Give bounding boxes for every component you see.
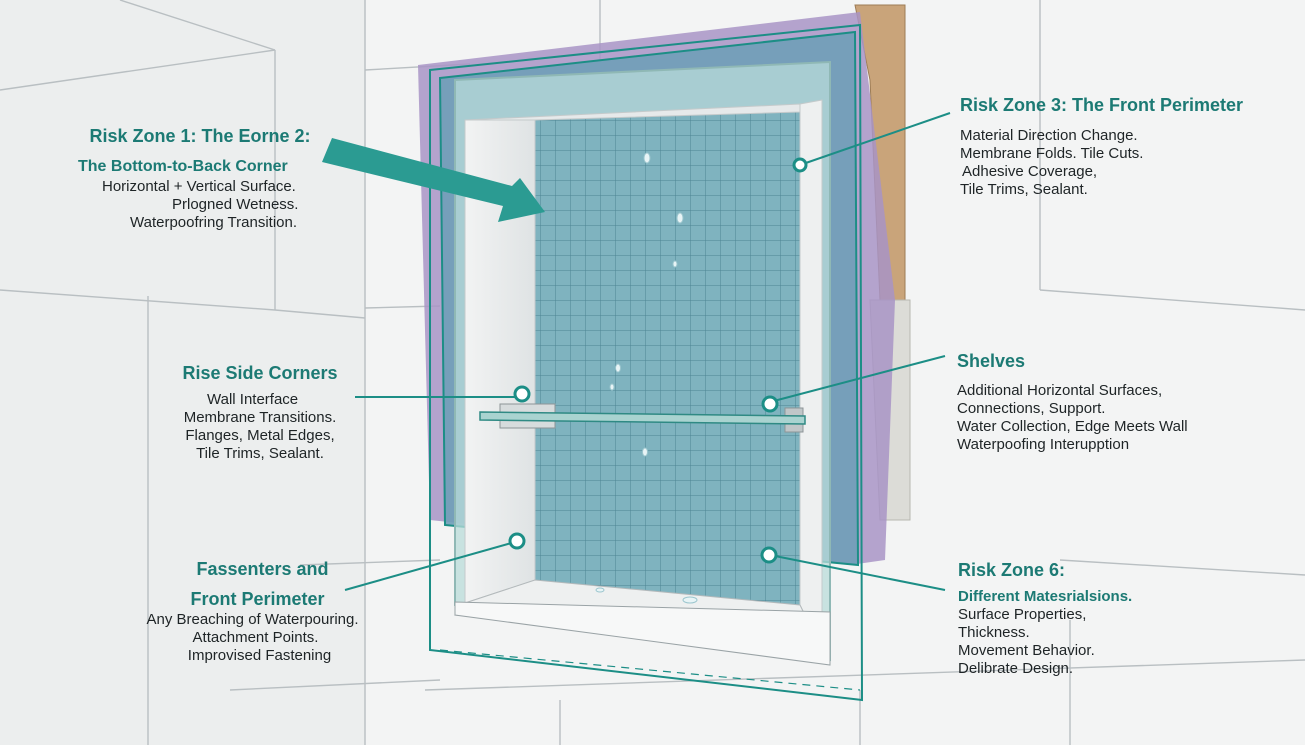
callout-zone6-line: Surface Properties, xyxy=(958,606,1087,623)
callout-zone3-line: Membrane Folds. Tile Cuts. xyxy=(960,145,1144,162)
callout-zone6-line: Delibrate Design. xyxy=(958,660,1074,677)
water-droplets xyxy=(595,152,698,604)
marker-shelves xyxy=(761,395,779,413)
callout-zone6: Risk Zone 6: Different Matesrialsions. S… xyxy=(958,558,1288,678)
callout-shelves-line: Additional Horizontal Surfaces, xyxy=(957,382,1163,399)
callout-markers xyxy=(508,157,808,564)
callout-fasteners-title-1: Fassenters and xyxy=(196,559,329,579)
callout-side-corners-line: Membrane Transitions. xyxy=(183,409,337,426)
callout-zone3-line: Tile Trims, Sealant. xyxy=(960,181,1088,198)
callout-zone3-line: Adhesive Coverage, xyxy=(962,163,1098,180)
callout-zone6-title: Risk Zone 6: xyxy=(958,560,1066,580)
callout-shelves: Shelves Additional Horizontal Surfaces, … xyxy=(957,349,1287,454)
callout-shelves-line: Connections, Support. xyxy=(957,400,1106,417)
callout-zone1-body: The Bottom-to-Back Corner Horizontal + V… xyxy=(78,156,348,232)
callout-shelves-line: Water Collection, Edge Meets Wall xyxy=(957,418,1188,435)
marker-zone3 xyxy=(792,157,808,173)
marker-side-corners xyxy=(513,385,531,403)
callout-zone6-line: Thickness. xyxy=(958,624,1030,641)
callout-shelves-title: Shelves xyxy=(957,351,1026,371)
callout-zone1-subtitle: The Bottom-to-Back Corner xyxy=(78,158,288,175)
callout-zone1-line: Horizontal + Vertical Surface. xyxy=(102,178,296,195)
niche-right-side xyxy=(799,99,823,651)
callout-zone6-line: Movement Behavior. xyxy=(958,642,1095,659)
callout-zone1-title: Risk Zone 1: The Eorne 2: xyxy=(89,126,311,146)
pointer-arrow xyxy=(322,138,545,222)
callout-fasteners-line: Improvised Fastening xyxy=(187,647,332,664)
callout-side-corners-line: Tile Trims, Sealant. xyxy=(196,445,324,462)
marker-zone6 xyxy=(760,546,778,564)
callout-shelves-line: Waterpoofing Interupption xyxy=(957,436,1130,453)
callout-zone1-line: Prlogned Wetness. xyxy=(172,196,299,213)
niche-back-wall xyxy=(535,112,800,605)
callout-side-corners-title: Rise Side Corners xyxy=(182,363,338,383)
marker-fasteners xyxy=(508,532,526,550)
glass-shelf xyxy=(479,403,806,433)
callout-leaders xyxy=(344,112,951,591)
callout-zone3-title: Risk Zone 3: The Front Perimeter xyxy=(960,95,1244,115)
callout-fasteners-line: Any Breaching of Waterpouring. xyxy=(146,611,359,628)
callout-side-corners: Rise Side Corners Wall Interface Membran… xyxy=(150,361,370,463)
callout-fasteners-title-2: Front Perimeter xyxy=(190,589,325,609)
callout-fasteners-line: Attachment Points. xyxy=(192,629,319,646)
callout-zone6-subtitle: Different Matesrialsions. xyxy=(958,588,1133,605)
callout-zone3-line: Material Direction Change. xyxy=(960,127,1138,144)
callout-side-corners-line: Flanges, Metal Edges, xyxy=(185,427,335,444)
callout-fasteners: Fassenters and Front Perimeter Any Breac… xyxy=(120,557,385,665)
callout-zone3: Risk Zone 3: The Front Perimeter Materia… xyxy=(960,93,1290,199)
callout-zone1: Risk Zone 1: The Eorne 2: xyxy=(70,124,330,148)
callout-side-corners-line: Wall Interface xyxy=(207,391,299,408)
callout-zone1-line: Waterpoofring Transition. xyxy=(130,214,298,231)
